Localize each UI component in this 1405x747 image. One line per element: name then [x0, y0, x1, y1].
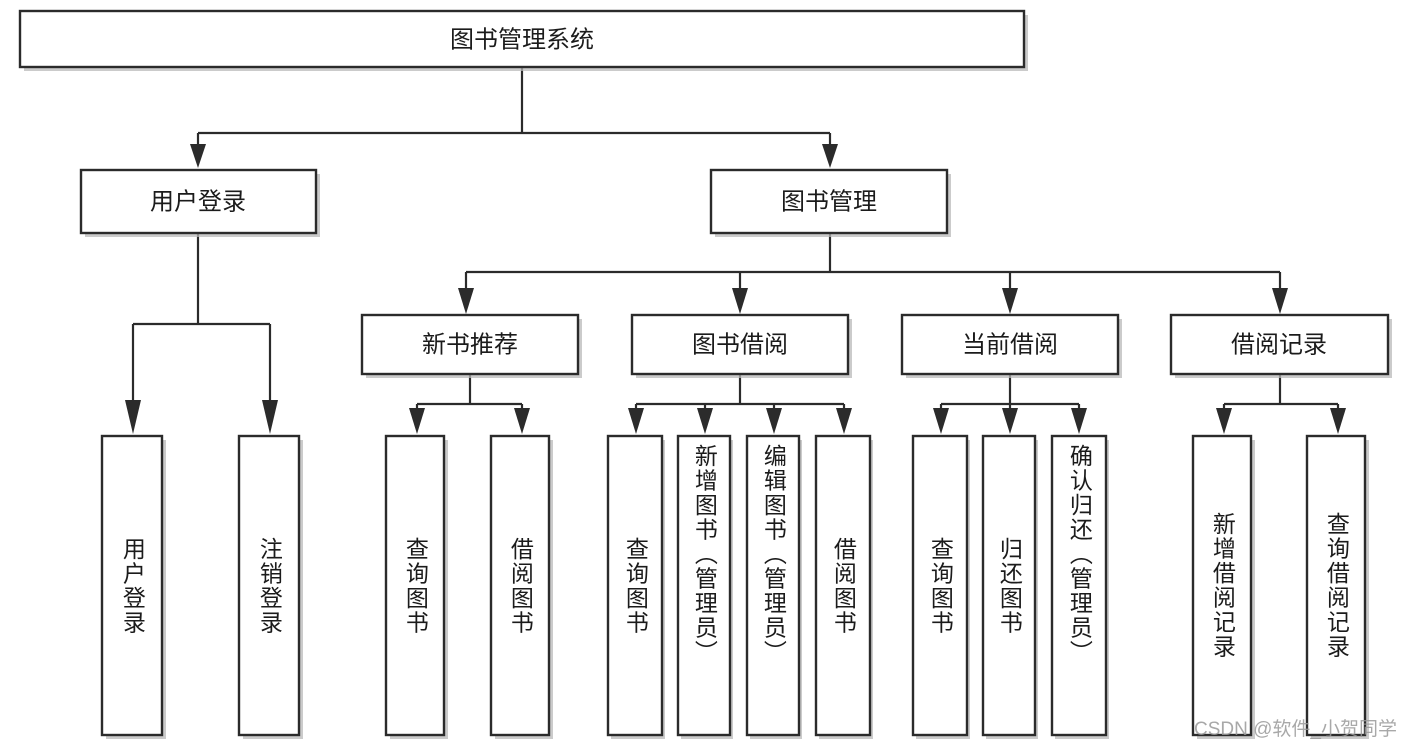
arrow-head-leaf-edit-book: [766, 408, 782, 434]
node-user-login-label: 用户登录: [150, 188, 246, 215]
node-borrow-record[interactable]: 借阅记录: [1169, 313, 1390, 376]
node-book-admin-label: 图书管理: [781, 188, 877, 215]
node-leaf-query-record[interactable]: [1305, 434, 1367, 737]
node-leaf-borrow-book-2[interactable]: [814, 434, 872, 737]
arrow-head-to-current-borrow: [1002, 288, 1018, 314]
arrow-head-leaf-borrow-book-2: [836, 408, 852, 434]
node-leaf-confirm-return[interactable]: [1050, 434, 1108, 737]
arrow-head-leaf-add-book: [697, 408, 713, 434]
arrow-head-to-new-book-rec: [458, 288, 474, 314]
arrow-head-to-borrow-record: [1272, 288, 1288, 314]
connector-layer: [125, 67, 1346, 434]
arrow-head-to-userlogin: [190, 144, 206, 168]
arrow-head-leaf-query-book-2: [628, 408, 644, 434]
node-leaf-add-book[interactable]: [676, 434, 732, 737]
node-new-book-rec[interactable]: 新书推荐: [360, 313, 580, 376]
node-leaf-borrow-book-1[interactable]: [489, 434, 551, 737]
node-leaf-edit-book[interactable]: [745, 434, 801, 737]
node-book-borrow[interactable]: 图书借阅: [630, 313, 850, 376]
node-root[interactable]: 图书管理系统: [18, 9, 1026, 69]
node-leaf-user-logout[interactable]: [237, 434, 301, 737]
node-leaf-add-record[interactable]: [1191, 434, 1253, 737]
node-current-borrow-label: 当前借阅: [962, 331, 1058, 358]
leaf-node-layer: [100, 434, 1367, 737]
node-user-login[interactable]: 用户登录: [79, 168, 318, 235]
arrow-head-leaf-add-record: [1216, 408, 1232, 434]
node-leaf-query-book-3[interactable]: [911, 434, 969, 737]
node-layer: 图书管理系统 用户登录 图书管理 新书推荐 图书借阅 当前借阅: [18, 9, 1390, 737]
arrow-head-leaf-query-record: [1330, 408, 1346, 434]
arrow-head-leaf-confirm-return: [1071, 408, 1087, 434]
node-leaf-query-book-2[interactable]: [606, 434, 664, 737]
arrow-head-leaf-user-login: [125, 400, 141, 434]
node-borrow-record-label: 借阅记录: [1231, 331, 1327, 358]
arrow-head-leaf-query-book-1: [409, 408, 425, 434]
node-book-borrow-label: 图书借阅: [692, 331, 788, 358]
arrow-head-to-book-borrow: [732, 288, 748, 314]
arrow-head-to-bookadmin: [822, 144, 838, 168]
node-leaf-return-book[interactable]: [981, 434, 1037, 737]
node-root-label: 图书管理系统: [450, 26, 594, 53]
node-book-admin[interactable]: 图书管理: [709, 168, 949, 235]
node-new-book-rec-label: 新书推荐: [422, 331, 518, 358]
node-leaf-query-book-1[interactable]: [384, 434, 446, 737]
arrow-head-leaf-borrow-book-1: [514, 408, 530, 434]
node-current-borrow[interactable]: 当前借阅: [900, 313, 1120, 376]
arrow-head-leaf-query-book-3: [933, 408, 949, 434]
arrow-head-leaf-user-logout: [262, 400, 278, 434]
arrow-head-leaf-return-book: [1002, 408, 1018, 434]
node-leaf-user-login[interactable]: [100, 434, 164, 737]
